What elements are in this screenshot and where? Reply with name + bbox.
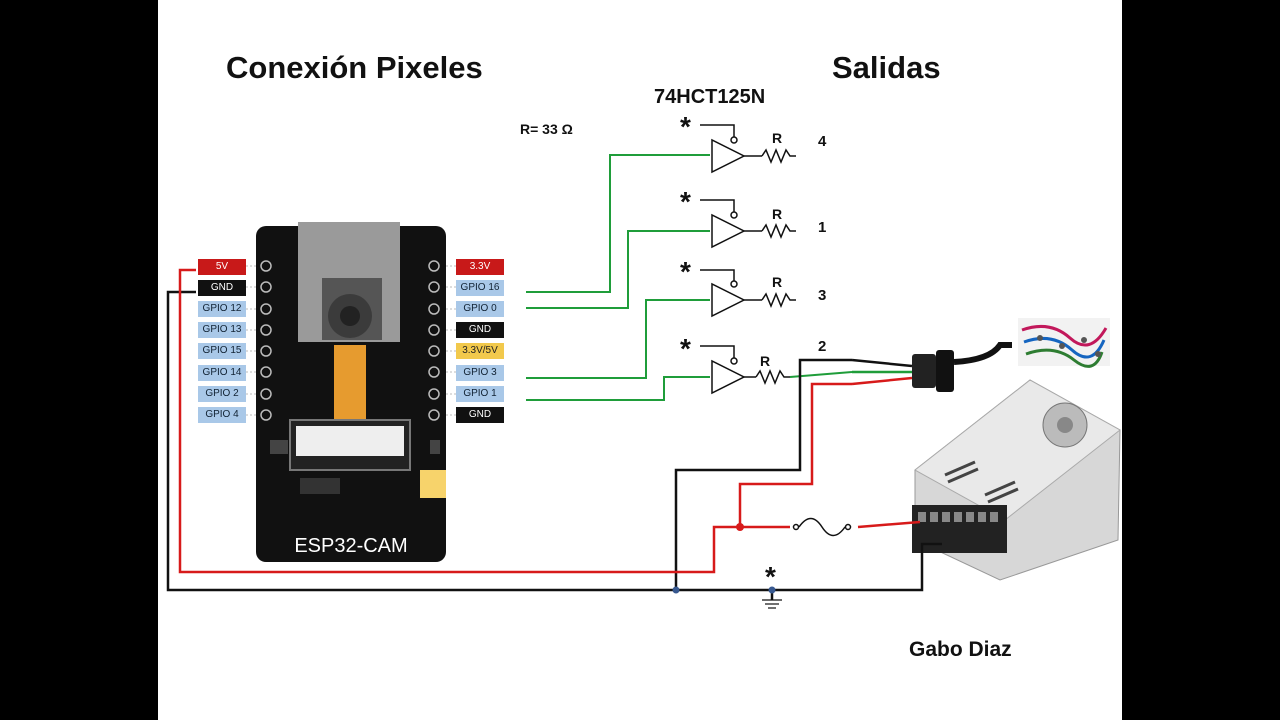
esp32-cam-board: ESP32-CAM <box>246 222 456 562</box>
waterproof-connector <box>912 342 1012 392</box>
led-pixels-icon <box>1018 318 1110 368</box>
pin-label: 3.3V <box>456 259 504 275</box>
output-number: 1 <box>818 219 827 236</box>
output-number: 3 <box>818 287 827 304</box>
pin-label: GPIO 12 <box>198 301 246 317</box>
pin-label: GPIO 1 <box>456 386 504 402</box>
pin-label: GND <box>456 322 504 338</box>
resistor-label: R <box>772 130 783 146</box>
power-supply-icon <box>912 379 1121 581</box>
junction-dot <box>736 523 744 531</box>
pin-label: GPIO 3 <box>456 365 504 381</box>
enable-marker: * <box>680 256 691 287</box>
pin-label: 5V <box>198 259 246 275</box>
enable-marker: * <box>680 333 691 364</box>
camera-ribbon <box>334 345 366 421</box>
pin-label: GPIO 16 <box>456 280 504 296</box>
resistor-label: R <box>772 274 783 290</box>
title-right: Salidas <box>832 50 941 85</box>
resistor-label: R <box>760 353 771 369</box>
pin-label: GPIO 0 <box>456 301 504 317</box>
junction-dot <box>672 586 680 594</box>
pin-label: GPIO 15 <box>198 343 246 359</box>
chip-name: 74HCT125N <box>654 86 766 108</box>
enable-marker: * <box>680 186 691 217</box>
pin-label: GPIO 4 <box>198 407 246 423</box>
flash-led-icon <box>420 470 446 498</box>
author-credit: Gabo Diaz <box>909 638 1012 661</box>
resistor-note: R= 33 Ω <box>520 121 573 137</box>
board-name: ESP32-CAM <box>294 535 407 557</box>
title-left: Conexión Pixeles <box>226 50 483 85</box>
ground-marker: * <box>765 561 776 592</box>
power-wires <box>178 268 921 574</box>
pin-label: GPIO 13 <box>198 322 246 338</box>
ground-symbol-icon <box>762 599 782 609</box>
pin-label: GND <box>456 407 504 423</box>
pin-label: GPIO 2 <box>198 386 246 402</box>
pin-label: GPIO 14 <box>198 365 246 381</box>
pin-label: 3.3V/5V <box>456 343 504 359</box>
enable-marker: * <box>680 111 691 142</box>
output-number: 4 <box>818 133 827 150</box>
fuse-icon <box>792 517 852 537</box>
output-number: 2 <box>818 338 827 355</box>
pin-label: GND <box>198 280 246 296</box>
junction-dot <box>768 586 776 594</box>
resistor-label: R <box>772 206 783 222</box>
buffer-gates <box>700 124 796 395</box>
